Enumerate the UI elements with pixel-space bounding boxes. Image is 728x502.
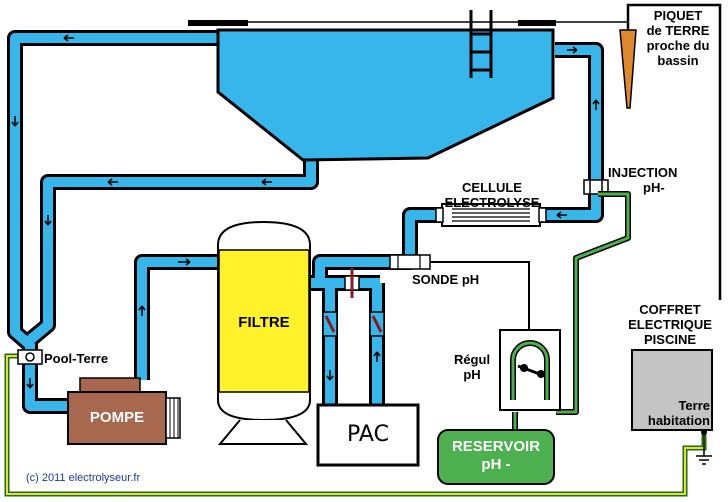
injection-tube xyxy=(512,191,631,430)
regulator-label: Régul pH xyxy=(452,352,492,382)
ground-stake xyxy=(619,29,637,109)
reservoir-label: RESERVOIR pH - xyxy=(438,438,554,474)
pool-basin xyxy=(188,10,628,162)
valves xyxy=(322,268,385,337)
electrolysis-cell xyxy=(435,203,547,227)
ph-probe xyxy=(389,254,530,345)
stake-label: PIQUET de TERRE proche du bassin xyxy=(636,8,720,68)
house-ground-label-line2: habitation xyxy=(647,413,710,428)
stake-label-line4: bassin xyxy=(657,53,699,68)
filter xyxy=(217,220,311,445)
regulator-label-line1: Régul xyxy=(453,352,491,367)
cabinet-label-line1: COFFRET xyxy=(639,302,701,317)
stake-wire xyxy=(626,3,722,300)
injection-fitting xyxy=(583,179,609,195)
copyright-text: (c) 2011 electrolyseur.fr xyxy=(26,472,141,484)
heat-pump-label: PAC xyxy=(347,422,389,447)
regulator-label-line2: pH xyxy=(463,367,481,382)
cabinet-label: COFFRET ELECTRIQUE PISCINE xyxy=(612,302,728,347)
heat-pump-box xyxy=(316,403,420,467)
stake-label-line2: de TERRE xyxy=(646,23,710,38)
cell-label-line2: ELECTROLYSE xyxy=(444,195,540,210)
ph-regulator xyxy=(499,329,561,411)
ph-reservoir xyxy=(437,429,555,485)
cabinet-label-line3: PISCINE xyxy=(643,332,696,347)
pump xyxy=(67,377,181,445)
pump-label: POMPE xyxy=(89,409,145,426)
stake-label-line1: PIQUET xyxy=(653,8,703,23)
reservoir-label-line2: pH - xyxy=(481,456,511,473)
injection-label-line1: INJECTION xyxy=(608,165,678,180)
cell-label: CELLULE ELECTROLYSE xyxy=(428,180,556,210)
cabinet-label-line2: ELECTRIQUE xyxy=(628,317,712,332)
pipes xyxy=(7,30,604,414)
stake-label-line3: proche du xyxy=(646,38,710,53)
injection-label-line2: pH- xyxy=(643,180,665,195)
injection-label: INJECTION pH- xyxy=(608,165,677,195)
house-ground-label-line1: Terre xyxy=(678,398,710,413)
probe-label: SONDE pH xyxy=(412,272,480,287)
reservoir-label-line1: RESERVOIR xyxy=(451,438,541,455)
electrical-cabinet xyxy=(631,349,713,465)
pool-ground-fitting xyxy=(17,349,43,365)
house-ground-label: Terre habitation xyxy=(636,398,710,428)
cell-label-line1: CELLULE xyxy=(462,180,522,195)
ladder xyxy=(469,10,493,78)
filter-label: FILTRE xyxy=(238,314,290,331)
pool-ground-label: Pool-Terre xyxy=(44,351,109,366)
flow-arrows xyxy=(11,34,600,389)
